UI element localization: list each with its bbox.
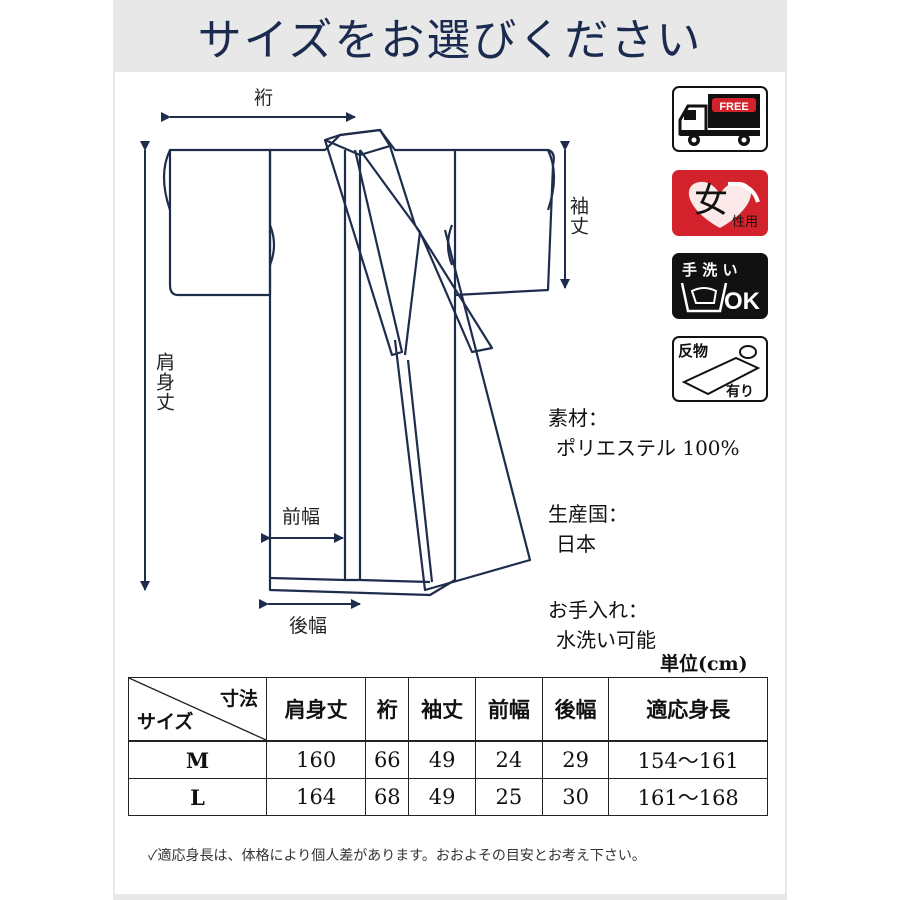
table-cell: 68 xyxy=(365,778,410,816)
size-cell: M xyxy=(128,740,267,779)
left-sleeve xyxy=(168,148,272,297)
table-header-row: 寸法 サイズ 肩身丈 裄 袖丈 前幅 後幅 適応身長 xyxy=(128,677,768,742)
table-cell: 66 xyxy=(365,740,410,779)
size-cell: L xyxy=(128,778,267,816)
corner-bottom-label: サイズ xyxy=(137,711,194,733)
handwash-ok-badge: 手 洗 い OK xyxy=(672,253,768,319)
handwash-text: 手 洗 い xyxy=(682,261,737,279)
fabric-bottom-text: 有り xyxy=(726,383,754,400)
label-maehaba: 前幅 xyxy=(282,506,321,528)
free-shipping-badge: FREE xyxy=(672,86,768,152)
truck-icon: FREE xyxy=(678,94,760,146)
free-text: FREE xyxy=(719,101,748,113)
table-cell: 154〜161 xyxy=(608,740,768,779)
height-note: ✓適応身長は、体格により個人差があります。おおよその目安とお考え下さい。 xyxy=(148,848,646,864)
origin-heading: 生産国： xyxy=(548,502,628,526)
product-info: 素材： ポリエステル 100% 生産国： 日本 お手入れ： 水洗い可能 xyxy=(548,402,740,690)
fabric-roll-icon: 反物 有り xyxy=(678,342,761,400)
table-cell: 49 xyxy=(408,778,477,816)
col-header-maehaba: 前幅 xyxy=(475,677,543,742)
table-row: L 164 68 49 25 30 161〜168 xyxy=(128,778,768,816)
right-sleeve xyxy=(454,148,555,297)
label-katamitake: 肩身丈 xyxy=(153,352,175,412)
heart-icon: 女 性用 xyxy=(688,181,760,230)
table-cell: 25 xyxy=(475,778,543,816)
table-row: M 160 66 49 24 29 154〜161 xyxy=(128,740,768,779)
table-cell: 160 xyxy=(265,740,367,779)
handwash-icon: 手 洗 い OK xyxy=(680,261,761,315)
col-header-katamitake: 肩身丈 xyxy=(265,677,367,742)
label-ushirohaba: 後幅 xyxy=(289,615,328,637)
table-cell: 30 xyxy=(541,778,610,816)
size-table: 寸法 サイズ 肩身丈 裄 袖丈 前幅 後幅 適応身長 M 160 66 49 2… xyxy=(128,677,768,816)
table-cell: 164 xyxy=(265,778,367,816)
label-yuki: 裄 xyxy=(254,87,274,109)
material-value: ポリエステル 100% xyxy=(556,436,740,460)
ok-text: OK xyxy=(724,288,761,315)
table-corner-cell: 寸法 サイズ xyxy=(128,677,267,742)
care-heading: お手入れ： xyxy=(548,598,648,622)
material-heading: 素材： xyxy=(548,406,608,430)
col-header-yuki: 裄 xyxy=(365,677,410,742)
woman-kanji: 女 xyxy=(694,181,728,221)
label-sodetake: 袖丈 xyxy=(567,196,589,236)
unit-label: 単位(cm) xyxy=(660,653,748,675)
fabric-top-text: 反物 xyxy=(678,342,708,360)
col-header-ushirohaba: 後幅 xyxy=(541,677,610,742)
corner-top-label: 寸法 xyxy=(219,688,258,710)
fabric-included-badge: 反物 有り xyxy=(672,336,768,402)
table-cell: 24 xyxy=(475,740,543,779)
table-cell: 49 xyxy=(408,740,477,779)
col-header-sodetake: 袖丈 xyxy=(408,677,477,742)
woman-subtext: 性用 xyxy=(732,215,758,230)
origin-value: 日本 xyxy=(556,532,596,556)
care-value: 水洗い可能 xyxy=(556,628,656,652)
table-cell: 161〜168 xyxy=(608,778,768,816)
page-title: サイズをお選びください xyxy=(197,15,703,66)
collar xyxy=(323,128,392,157)
women-badge: 女 性用 xyxy=(672,170,768,236)
table-cell: 29 xyxy=(541,740,610,779)
col-header-height: 適応身長 xyxy=(608,677,768,742)
